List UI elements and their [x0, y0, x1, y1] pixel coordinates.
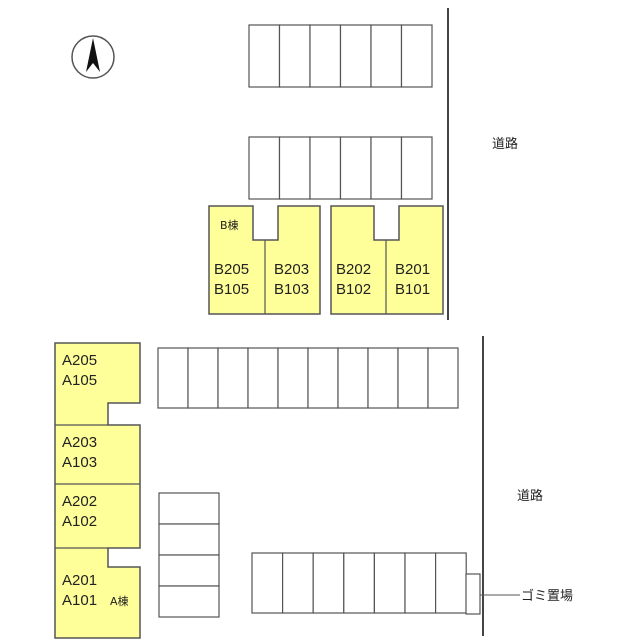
unit-a203: A203 — [62, 434, 97, 451]
unit-b202: B202 — [336, 261, 371, 278]
parking-middle-row-space — [427, 347, 459, 409]
parking-bottom-row-space — [343, 552, 375, 614]
parking-upper-row-space — [370, 136, 403, 200]
unit-a102: A102 — [62, 513, 97, 530]
parking-middle-row-space — [247, 347, 279, 409]
parking-middle-row-space — [367, 347, 399, 409]
parking-bottom-row-space — [373, 552, 406, 614]
parking-upper-row-space — [248, 136, 281, 200]
parking-middle-row-space — [157, 347, 189, 409]
unit-b105: B105 — [214, 281, 249, 298]
parking-top-row-space — [339, 24, 372, 88]
building-b-right-block — [330, 205, 444, 315]
parking-left-column-space — [158, 492, 220, 525]
garbage-area: ゴミ置場 — [465, 573, 573, 615]
parking-bottom-row-space — [282, 552, 314, 614]
unit-b101: B101 — [395, 281, 430, 298]
parking-left-column-space — [158, 554, 220, 587]
parking-left-column-space — [158, 585, 220, 618]
unit-a105: A105 — [62, 372, 97, 389]
parking-bottom-row-space — [251, 552, 284, 614]
parking-middle-row-space — [397, 347, 429, 409]
parking-top-row-space — [400, 24, 433, 88]
road-label-upper: 道路 — [492, 136, 518, 152]
building-b-name: B棟 — [220, 218, 239, 232]
unit-b102: B102 — [336, 281, 371, 298]
unit-a205: A205 — [62, 352, 97, 369]
unit-a202: A202 — [62, 493, 97, 510]
parking-upper-row-space — [339, 136, 372, 200]
parking-top-row-space — [278, 24, 311, 88]
parking-middle-row-space — [337, 347, 369, 409]
building-a-name: A棟 — [110, 594, 129, 608]
building-b: B棟 B205 B105 B203 B103 B202 B102 B201 B1… — [208, 205, 444, 315]
parking-middle-row-space — [187, 347, 219, 409]
parking-upper-row-space — [309, 136, 342, 200]
parking-bottom-row-space — [404, 552, 437, 614]
parking-middle-row-space — [277, 347, 309, 409]
parking-area — [157, 24, 467, 618]
building-a-block — [54, 342, 141, 639]
unit-b201: B201 — [395, 261, 430, 278]
unit-a103: A103 — [62, 454, 97, 471]
north-arrow-icon — [71, 35, 115, 79]
unit-b205: B205 — [214, 261, 249, 278]
unit-b103: B103 — [274, 281, 309, 298]
unit-a201: A201 — [62, 572, 97, 589]
parking-bottom-row-space — [435, 552, 467, 614]
parking-upper-row-space — [278, 136, 311, 200]
parking-middle-row-space — [217, 347, 249, 409]
parking-bottom-row-space — [312, 552, 345, 614]
road-label-lower: 道路 — [517, 488, 543, 504]
parking-top-row-space — [309, 24, 342, 88]
garbage-box — [465, 573, 481, 615]
building-a: A205 A105 A203 A103 A202 A102 A201 A101 … — [54, 342, 141, 639]
parking-top-row-space — [370, 24, 403, 88]
garbage-label: ゴミ置場 — [521, 588, 573, 604]
unit-a101: A101 — [62, 592, 97, 609]
parking-middle-row-space — [307, 347, 339, 409]
parking-top-row-space — [248, 24, 281, 88]
parking-upper-row-space — [400, 136, 433, 200]
unit-b203: B203 — [274, 261, 309, 278]
parking-left-column-space — [158, 523, 220, 556]
